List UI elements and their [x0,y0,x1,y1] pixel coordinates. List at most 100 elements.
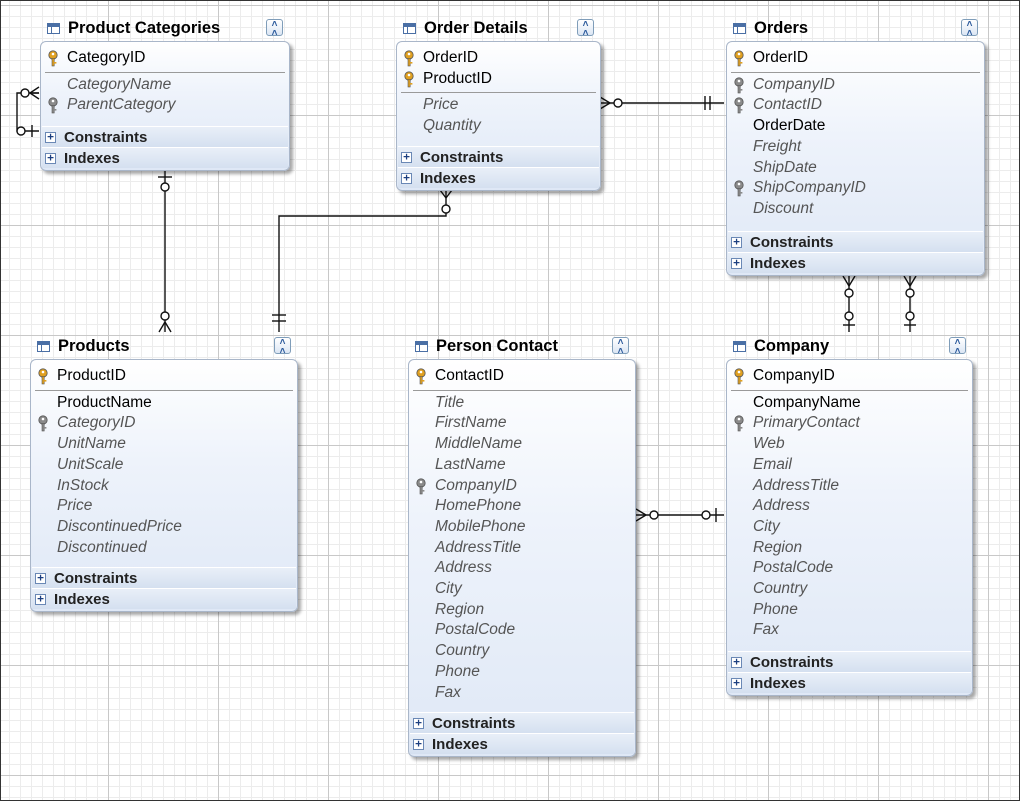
field[interactable]: Fax [435,683,461,701]
field[interactable]: Country [435,642,490,660]
entity-header[interactable]: Order Details˄ ˄ [397,15,600,41]
pk-field[interactable]: OrderID [753,49,809,66]
collapse-chevron-icon[interactable]: ˄ ˄ [266,19,283,39]
field[interactable]: Region [753,538,803,556]
field[interactable]: Fax [753,621,779,639]
section-indexes[interactable]: +Indexes [728,252,983,273]
field[interactable]: Discontinued [57,538,147,556]
section-constraints[interactable]: +Constraints [728,651,971,672]
section-indexes[interactable]: +Indexes [398,167,599,188]
section-constraints[interactable]: +Constraints [728,231,983,252]
collapse-chevron-icon[interactable]: ˄ ˄ [612,337,629,357]
field[interactable]: PostalCode [753,559,834,577]
entity-header[interactable]: Products˄ ˄ [31,333,297,359]
table-icon [733,340,746,352]
field[interactable]: Address [435,559,492,577]
expand-plus-icon[interactable]: + [35,593,46,605]
entity-header[interactable]: Orders˄ ˄ [727,15,984,41]
field[interactable]: Web [753,435,785,453]
field[interactable]: Email [753,455,792,473]
relationship-orders-company-1 [842,275,856,332]
field[interactable]: HomePhone [435,497,522,515]
field[interactable]: FirstName [435,414,507,432]
pk-field[interactable]: CompanyID [753,367,835,384]
field[interactable]: DiscontinuedPrice [57,517,182,535]
field[interactable]: CategoryName [67,75,172,93]
field[interactable]: MobilePhone [435,517,526,535]
field[interactable]: CategoryID [57,414,136,432]
expand-plus-icon[interactable]: + [401,172,412,184]
expand-plus-icon[interactable]: + [45,152,56,164]
expand-plus-icon[interactable]: + [731,677,742,689]
expand-plus-icon[interactable]: + [401,151,412,163]
field[interactable]: Country [753,580,808,597]
pk-field[interactable]: ProductID [423,69,492,87]
collapse-chevron-icon[interactable]: ˄ ˄ [949,337,966,357]
expand-plus-icon[interactable]: + [45,131,56,143]
pk-field[interactable]: ProductID [57,367,126,384]
collapse-chevron-icon[interactable]: ˄ ˄ [961,19,978,39]
field[interactable]: InStock [57,476,109,494]
section-constraints[interactable]: +Constraints [398,146,599,167]
field[interactable]: LastName [435,455,506,473]
pk-field[interactable]: OrderID [423,49,479,66]
section-indexes[interactable]: +Indexes [32,588,296,609]
expand-plus-icon[interactable]: + [731,236,742,248]
field[interactable]: Price [423,96,459,114]
section-constraints[interactable]: +Constraints [410,712,634,733]
expand-plus-icon[interactable]: + [413,738,424,750]
field[interactable]: City [753,517,780,535]
expand-plus-icon[interactable]: + [731,656,742,668]
field[interactable]: Title [435,393,465,411]
section-constraints[interactable]: +Constraints [32,567,296,588]
section-indexes[interactable]: +Indexes [728,672,971,693]
field[interactable]: Phone [435,662,480,680]
field[interactable]: Phone [753,600,798,618]
relationship-contact-company [635,508,724,522]
field[interactable]: CompanyID [753,75,835,93]
field[interactable]: ParentCategory [67,96,176,114]
pk-field[interactable]: ContactID [435,367,504,384]
field[interactable]: AddressTitle [435,538,522,556]
entity-header[interactable]: Person Contact˄ ˄ [409,333,635,359]
field[interactable]: Address [753,497,810,515]
field[interactable]: CompanyName [753,393,861,411]
section-indexes[interactable]: +Indexes [42,147,288,168]
field[interactable]: PrimaryContact [753,414,860,432]
field[interactable]: Freight [753,137,802,155]
field[interactable]: Region [435,600,485,618]
expand-plus-icon[interactable]: + [35,572,46,584]
section-constraints[interactable]: +Constraints [42,126,288,147]
field[interactable]: UnitScale [57,455,124,473]
field[interactable]: Quantity [423,117,481,135]
field[interactable]: UnitName [57,435,126,453]
field[interactable]: MiddleName [435,435,523,453]
pk-separator [413,389,631,391]
expand-plus-icon[interactable]: + [731,257,742,269]
collapse-chevron-icon[interactable]: ˄ ˄ [274,337,291,357]
field[interactable]: PostalCode [435,621,516,639]
field[interactable]: AddressTitle [753,476,840,494]
collapse-chevron-icon[interactable]: ˄ ˄ [577,19,594,39]
entity-header[interactable]: Product Categories˄ ˄ [41,15,289,41]
field[interactable]: ContactID [753,96,822,114]
field[interactable]: Price [57,497,93,515]
field[interactable]: ShipDate [753,158,817,176]
field[interactable]: City [435,580,462,597]
field[interactable]: ShipCompanyID [753,179,866,197]
entity-header[interactable]: Company˄ ˄ [727,333,972,359]
section-indexes[interactable]: +Indexes [410,733,634,754]
field[interactable]: CompanyID [435,476,517,494]
pk-field[interactable]: CategoryID [67,49,146,66]
field[interactable]: ProductName [57,393,152,411]
expand-plus-icon[interactable]: + [413,717,424,729]
field[interactable]: OrderDate [753,117,826,135]
field[interactable]: Discount [753,199,814,217]
